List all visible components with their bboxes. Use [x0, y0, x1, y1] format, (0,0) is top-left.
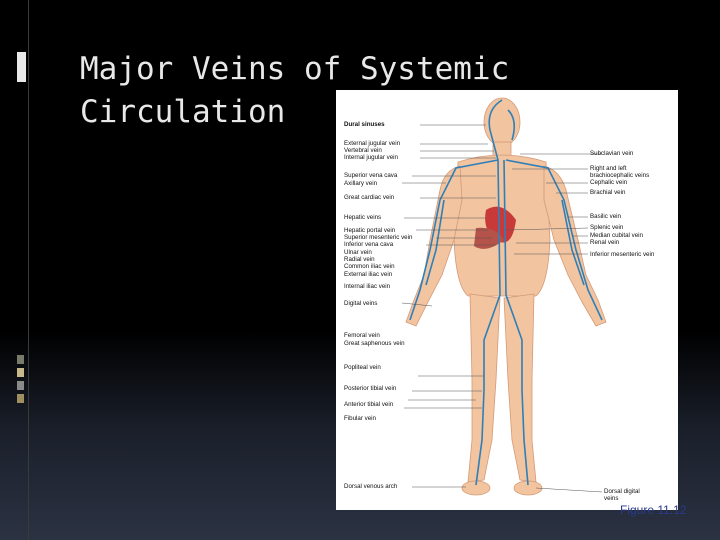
label-anterior-tibial-vein: Anterior tibial vein	[344, 401, 394, 408]
label-veins: veins	[604, 495, 619, 502]
label-radial-vein: Radial vein	[344, 256, 375, 263]
deco-square	[17, 368, 24, 377]
label-inferior-mesenteric-vein: Inferior mesenteric vein	[590, 251, 655, 258]
label-internal-iliac-vein: Internal iliac vein	[344, 283, 391, 290]
body-illustration	[401, 97, 607, 496]
label-internal-jugular-vein: Internal jugular vein	[344, 154, 399, 161]
figure-caption: Figure 11.12	[620, 503, 687, 517]
label-ulnar-vein: Ulnar vein	[344, 249, 372, 256]
label-axillary-vein: Axillary vein	[344, 180, 378, 187]
leader-lines	[401, 124, 603, 493]
label-superior-mesenteric-vein: Superior mesenteric vein	[344, 234, 413, 241]
label-dorsal-venous-arch: Dorsal venous arch	[344, 483, 398, 490]
label-vertebral-vein: Vertebral vein	[344, 147, 382, 154]
label-median-cubital-vein: Median cubital vein	[590, 232, 643, 239]
label-great-cardiac-vein: Great cardiac vein	[344, 194, 395, 201]
label-posterior-tibial-vein: Posterior tibial vein	[344, 385, 397, 392]
title-accent-bar	[17, 52, 26, 82]
label-external-iliac-vein: External iliac vein	[344, 271, 393, 278]
label-brachiocephalic-veins: brachiocephalic veins	[590, 172, 650, 179]
veins-figure: Dural sinuses External jugular vein Vert…	[336, 90, 678, 510]
label-common-iliac-vein: Common iliac vein	[344, 263, 395, 270]
label-great-saphenous-vein: Great saphenous vein	[344, 340, 405, 347]
label-renal-vein: Renal vein	[590, 239, 620, 246]
deco-square	[17, 394, 24, 403]
label-hepatic-veins: Hepatic veins	[344, 214, 382, 221]
vein-lines	[409, 99, 603, 486]
slide-title: Major Veins of Systemic Circulation	[80, 51, 510, 130]
label-basilic-vein: Basilic vein	[590, 213, 621, 220]
label-external-jugular-vein: External jugular vein	[344, 140, 401, 147]
deco-square	[17, 381, 24, 390]
label-popliteal-vein: Popliteal vein	[344, 364, 381, 371]
deco-square	[17, 355, 24, 364]
label-cephalic-vein: Cephalic vein	[590, 179, 628, 186]
liver-shape	[474, 227, 504, 249]
label-superior-vena-cava: Superior vena cava	[344, 172, 398, 179]
slide-left-rule	[28, 0, 29, 540]
label-brachial-vein: Brachial vein	[590, 189, 626, 196]
label-dorsal-digital: Dorsal digital	[604, 488, 640, 495]
label-hepatic-portal-vein: Hepatic portal vein	[344, 227, 396, 234]
label-subclavian-vein: Subclavian vein	[590, 150, 634, 157]
label-splenic-vein: Splenic vein	[590, 224, 624, 231]
label-digital-veins: Digital veins	[344, 300, 378, 307]
label-dural-sinuses: Dural sinuses	[344, 121, 385, 128]
label-right-and-left: Right and left	[590, 165, 627, 172]
label-inferior-vena-cava: Inferior vena cava	[344, 241, 394, 248]
label-femoral-vein: Femoral vein	[344, 332, 380, 339]
label-fibular-vein: Fibular vein	[344, 415, 376, 422]
